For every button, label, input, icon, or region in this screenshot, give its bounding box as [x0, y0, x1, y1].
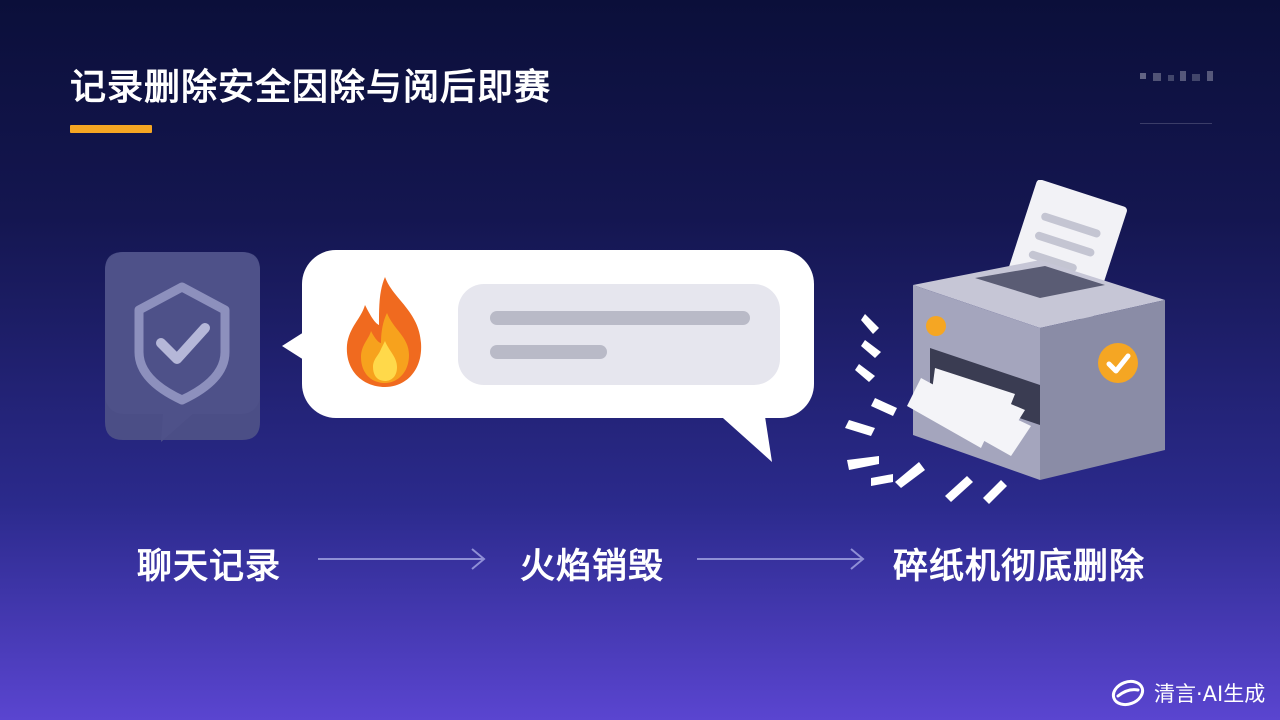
arrow-right-icon	[318, 548, 486, 570]
step-label-shred-delete: 碎纸机彻底删除	[893, 547, 1146, 587]
page-title: 记录删除安全因除与阅后即赛	[70, 67, 552, 108]
fire-icon	[346, 277, 422, 387]
shield-check-icon	[105, 252, 260, 442]
qingyan-logo-icon	[1111, 679, 1145, 707]
corner-decoration-dots	[1140, 71, 1213, 81]
brand-watermark: 清言·AI生成	[1110, 676, 1265, 710]
step-label-chat-record: 聊天记录	[137, 547, 282, 587]
arrow-right-icon	[697, 548, 865, 570]
corner-decoration-line	[1140, 123, 1212, 124]
message-content-placeholder	[458, 284, 780, 385]
message-line	[490, 311, 750, 325]
brand-name: 清言·AI生成	[1154, 682, 1266, 706]
message-line	[490, 345, 607, 359]
step-label-flame-destroy: 火焰销毁	[520, 547, 665, 587]
title-underline	[70, 125, 152, 133]
paper-shredder-icon	[845, 180, 1165, 504]
